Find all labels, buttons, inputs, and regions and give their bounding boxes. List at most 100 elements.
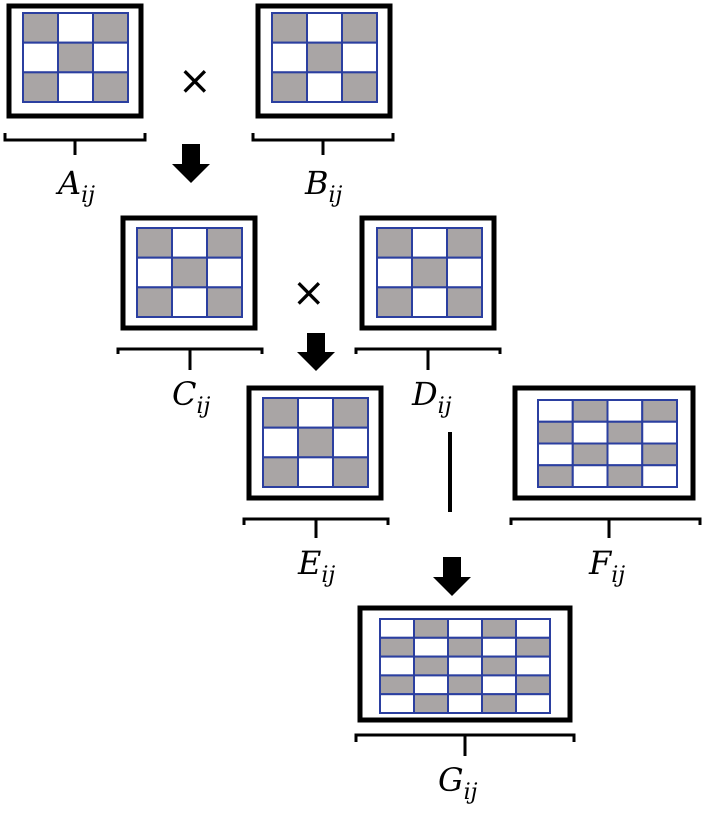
matrix-e-cell [262, 456, 299, 489]
matrix-b-cell [306, 41, 343, 74]
matrix-e-grid [262, 397, 369, 489]
matrix-f-cell [537, 399, 574, 423]
matrix-d-cell [446, 256, 483, 289]
matrix-a-cell [92, 71, 129, 104]
matrix-d-cell [411, 256, 448, 289]
matrix-e-cell [332, 426, 369, 459]
matrix-g-cell [515, 618, 551, 639]
multiply-operator-2: × [292, 270, 326, 316]
matrix-c-cell [171, 256, 208, 289]
matrix-d-cell [411, 227, 448, 259]
matrix-b-grid [271, 12, 378, 104]
matrix-a-grid [22, 12, 129, 104]
matrix-g-cell [481, 636, 517, 658]
matrix-f-label: Fij [588, 544, 625, 588]
matrix-f-cell [537, 464, 574, 488]
multiply-operator-1: × [178, 58, 212, 104]
matrix-a-cell [92, 41, 129, 74]
matrix-c-bracket [116, 347, 264, 370]
matrix-g-cell [515, 655, 551, 677]
matrix-a-cell [57, 41, 94, 74]
matrix-f-cell [641, 420, 678, 445]
matrix-a-label: Aij [55, 164, 95, 208]
matrix-g-label: Gij [438, 761, 478, 805]
matrix-g-cell [413, 636, 449, 658]
matrix-g-cell [447, 618, 483, 639]
matrix-c-cell [206, 227, 243, 259]
matrix-g-cell [515, 636, 551, 658]
matrix-g-cell [379, 693, 415, 715]
matrix-f-cell [537, 420, 574, 445]
matrix-c: Cij [116, 215, 264, 419]
matrix-g-cell [447, 674, 483, 696]
matrix-f-cell [571, 442, 609, 467]
down-arrow-icon-2 [297, 333, 335, 371]
matrix-g-cell [481, 674, 517, 696]
matrix-c-label: Cij [172, 375, 211, 419]
matrix-e: Eij [242, 385, 390, 588]
matrix-d-cell [411, 286, 448, 319]
matrix-f-grid [537, 399, 678, 488]
matrix-d-label: Dij [411, 375, 452, 419]
matrix-e-cell [297, 456, 334, 489]
matrix-f-cell [641, 442, 678, 467]
matrix-g-cell [413, 618, 449, 639]
matrix-g-cell [515, 693, 551, 715]
matrix-b-cell [306, 71, 343, 104]
matrix-b-cell [271, 12, 308, 44]
matrix-d-cell [446, 227, 483, 259]
matrix-g-cell [447, 636, 483, 658]
matrix-g-cell [515, 674, 551, 696]
matrix-c-cell [206, 286, 243, 319]
matrix-e-cell [332, 397, 369, 429]
matrix-d-cell [376, 256, 413, 289]
matrix-c-cell [136, 227, 173, 259]
matrix-a-bracket [3, 133, 147, 155]
matrix-a: Aij [3, 3, 147, 208]
matrix-b-bracket [251, 133, 395, 155]
matrix-d-cell [376, 227, 413, 259]
matrix-f-bracket [509, 517, 702, 538]
matrix-g-grid [379, 618, 551, 715]
matrix-b: Bij [251, 3, 395, 208]
matrix-g: Gij [354, 605, 576, 805]
matrix-g-cell [447, 655, 483, 677]
matrix-f-cell [606, 442, 644, 467]
matrix-f-cell [606, 464, 644, 488]
matrix-d-cell [376, 286, 413, 319]
matrix-g-cell [379, 636, 415, 658]
matrix-f-cell [571, 399, 609, 423]
matrix-c-grid [136, 227, 243, 319]
matrix-g-cell [481, 693, 517, 715]
matrix-g-cell [447, 693, 483, 715]
matrix-f-cell [606, 399, 644, 423]
matrix-b-cell [341, 12, 378, 44]
matrix-g-cell [413, 693, 449, 715]
matrix-f-cell [641, 399, 678, 423]
matrix-g-cell [379, 655, 415, 677]
matrix-b-label: Bij [304, 164, 343, 208]
matrix-e-cell [332, 456, 369, 489]
matrix-f-cell [537, 442, 574, 467]
matrix-b-cell [271, 71, 308, 104]
matrix-g-cell [379, 618, 415, 639]
matrix-e-bracket [242, 517, 390, 538]
matrix-d: Dij [354, 215, 502, 419]
matrix-e-label: Eij [297, 544, 335, 588]
matrix-c-cell [171, 227, 208, 259]
matrix-a-cell [22, 41, 59, 74]
matrix-g-bracket [354, 733, 576, 756]
matrix-a-cell [57, 12, 94, 44]
matrix-f-cell [641, 464, 678, 488]
down-arrow-icon-1 [172, 144, 210, 183]
matrix-b-cell [341, 71, 378, 104]
matrix-e-cell [297, 426, 334, 459]
down-arrow-icon-3 [433, 557, 471, 596]
matrix-c-cell [171, 286, 208, 319]
matrix-e-cell [262, 426, 299, 459]
matrix-a-cell [22, 71, 59, 104]
matrix-g-cell [379, 674, 415, 696]
matrix-b-cell [271, 41, 308, 74]
matrix-f-cell [571, 420, 609, 445]
matrix-b-cell [341, 41, 378, 74]
